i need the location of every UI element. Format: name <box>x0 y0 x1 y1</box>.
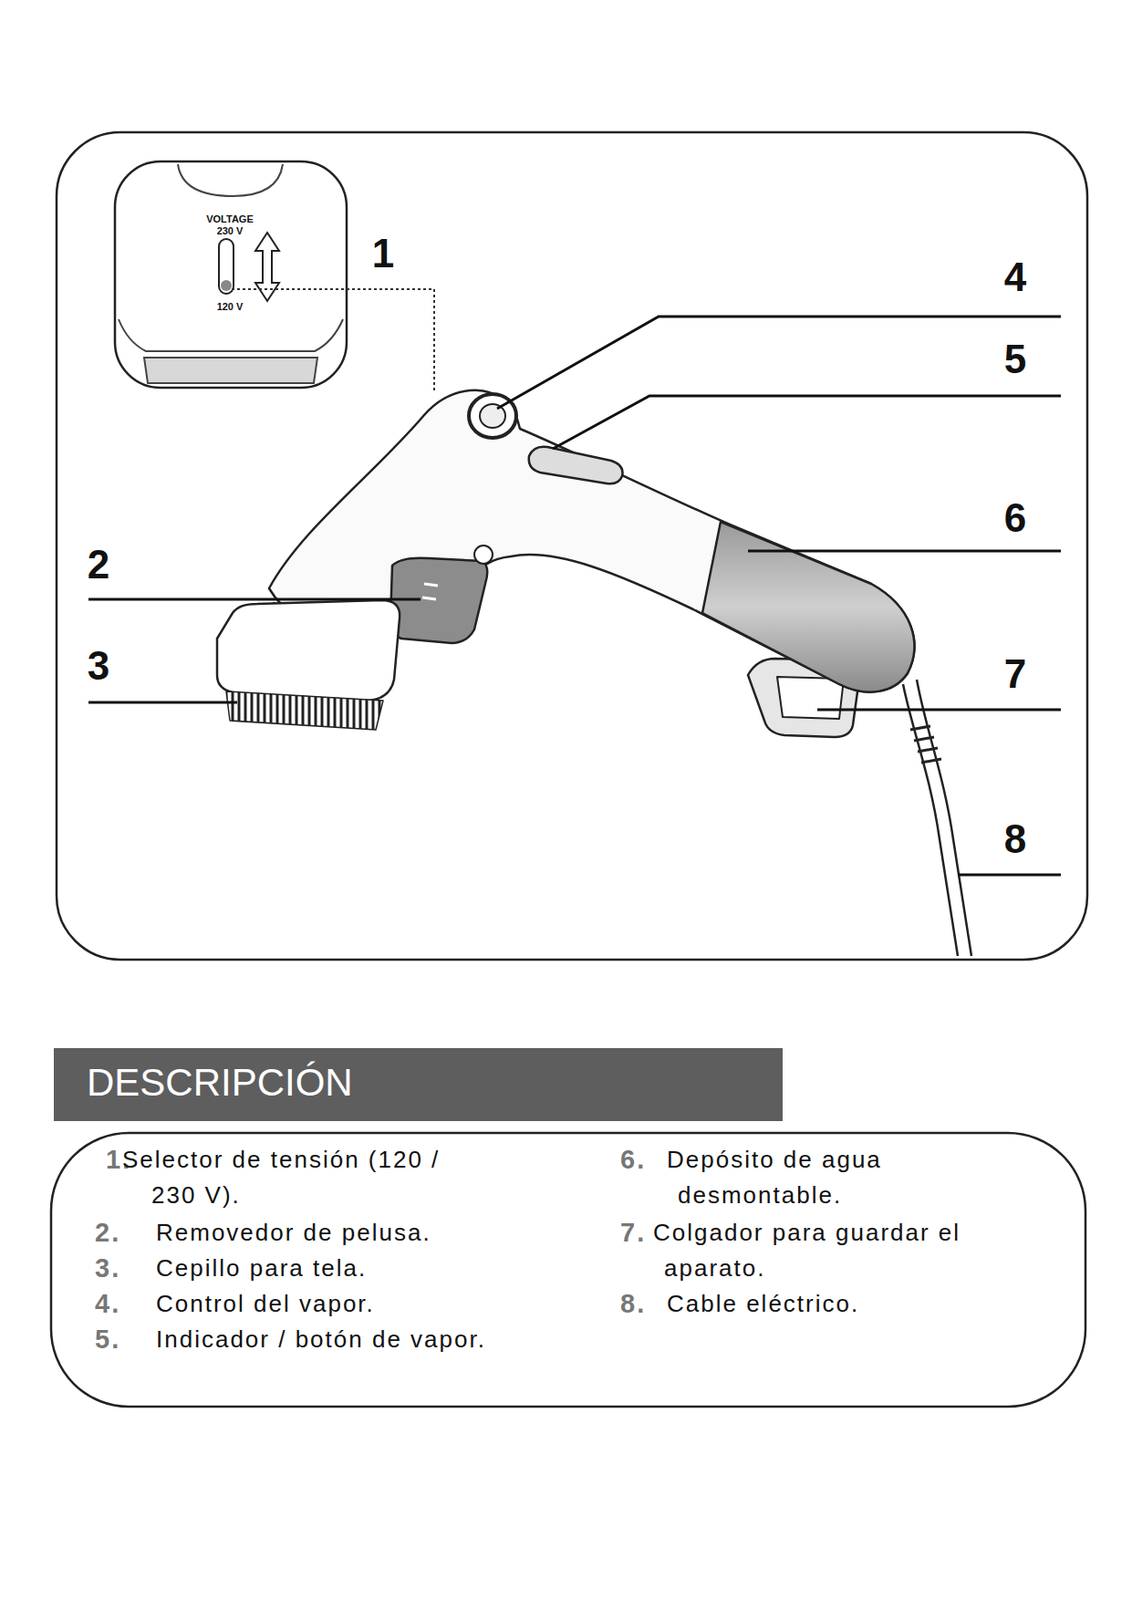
callout-number: 1 <box>372 233 395 274</box>
heading-band-shape <box>53 1048 783 1122</box>
item-description: Indicador / botón de vapor. <box>155 1321 500 1358</box>
description-frame <box>51 1132 1086 1407</box>
callout-number: 4 <box>1004 257 1027 298</box>
figure-frame <box>56 132 1088 960</box>
callout-number: 3 <box>87 645 110 686</box>
heading-band: DESCRIPCIÓN <box>53 1048 783 1122</box>
item-number: 6. <box>620 1142 646 1178</box>
item-number: 8. <box>620 1286 646 1322</box>
garment-steamer <box>217 390 972 956</box>
voltage-mark: 230 V <box>217 226 244 237</box>
description-box: 1.Selector de tensión (120 / 230 V).2.Re… <box>51 1132 1086 1407</box>
callout-number: 2 <box>87 544 110 585</box>
item-number: 4. <box>94 1286 121 1322</box>
voltage-mark: 120 V <box>217 301 244 312</box>
callout-number: 7 <box>1004 654 1027 695</box>
item-number: 3. <box>94 1250 121 1287</box>
item-description: Colgador para guardar el aparato. <box>653 1215 1039 1287</box>
item-number: 7. <box>620 1215 646 1251</box>
voltage-inset <box>114 161 347 388</box>
callout-number: 5 <box>1004 339 1027 380</box>
item-description: Selector de tensión (120 / 230 V). <box>122 1142 485 1214</box>
item-number: 5. <box>94 1321 121 1358</box>
item-description: Removedor de pelusa. <box>155 1215 551 1251</box>
item-number: 2. <box>94 1215 121 1251</box>
item-description: Control del vapor. <box>155 1286 551 1322</box>
item-description: Cable eléctrico. <box>666 1286 1043 1322</box>
leader-lines <box>88 316 1061 875</box>
voltage-mark: VOLTAGE <box>206 214 254 225</box>
callout-number: 6 <box>1004 498 1027 539</box>
dotted-leader <box>231 289 435 394</box>
callout-number: 8 <box>1004 819 1027 860</box>
item-description: Depósito de agua desmontable. <box>666 1142 979 1214</box>
item-description: Cepillo para tela. <box>155 1250 551 1287</box>
heading-text: DESCRIPCIÓN <box>86 1060 354 1105</box>
